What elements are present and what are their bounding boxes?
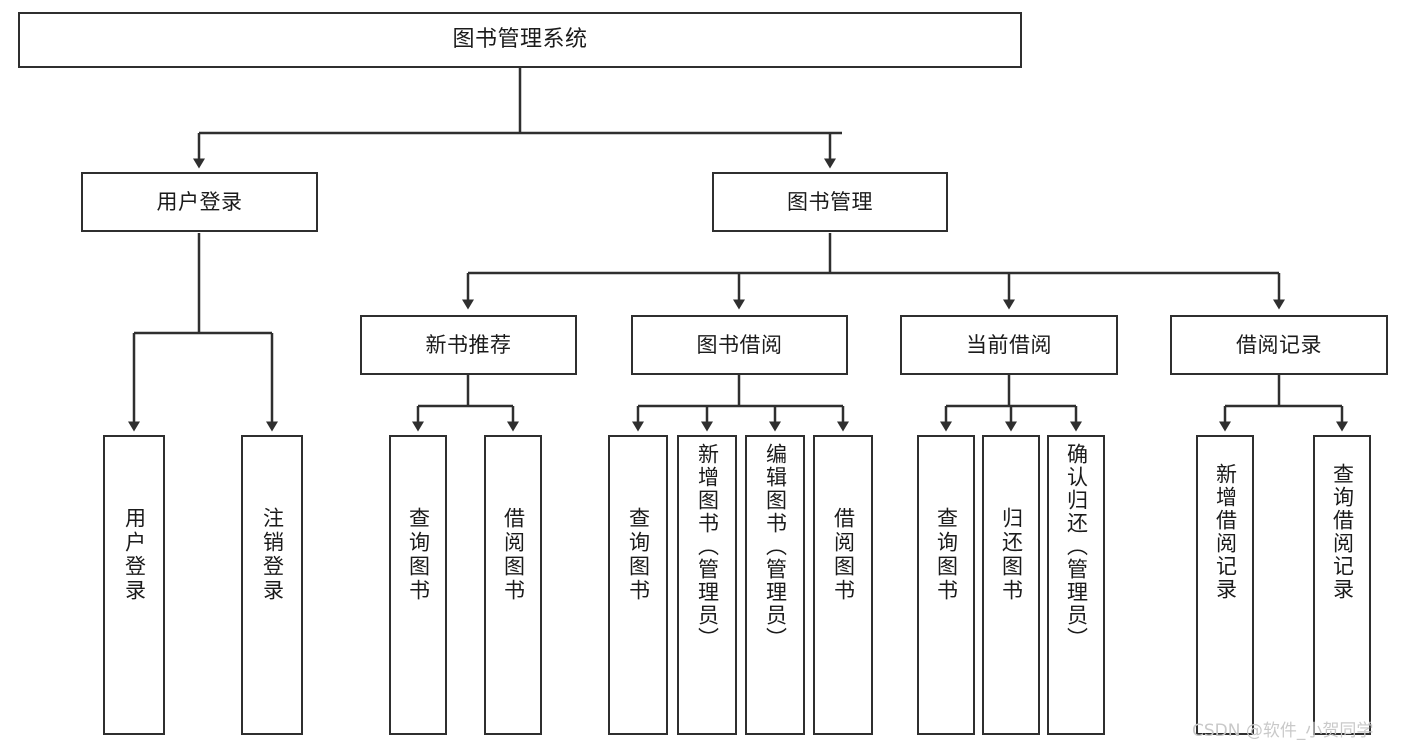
node-user-login-label: 用户登录 — [156, 189, 243, 214]
node-leaf-borrow-book-2[interactable]: 借阅图书 — [813, 435, 873, 735]
node-leaf-user-logout[interactable]: 注销登录 — [241, 435, 303, 735]
node-borrow-record-label: 借阅记录 — [1236, 332, 1322, 357]
node-root[interactable]: 图书管理系统 — [18, 12, 1022, 68]
node-leaf-query-book-1[interactable]: 查询图书 — [389, 435, 447, 735]
node-leaf-edit-book[interactable]: 编辑图书（管理员） — [745, 435, 805, 735]
node-leaf-user-login-label: 用户登录 — [122, 507, 147, 603]
node-leaf-add-record[interactable]: 新增借阅记录 — [1196, 435, 1254, 735]
node-root-label: 图书管理系统 — [452, 27, 588, 53]
node-new-book-recommend-label: 新书推荐 — [425, 332, 512, 357]
node-current-borrow[interactable]: 当前借阅 — [900, 315, 1118, 375]
node-leaf-return-book-label: 归还图书 — [999, 507, 1024, 603]
node-book-management-label: 图书管理 — [787, 189, 873, 214]
node-leaf-add-book[interactable]: 新增图书（管理员） — [677, 435, 737, 735]
node-leaf-confirm-return[interactable]: 确认归还（管理员） — [1047, 435, 1105, 735]
node-leaf-query-record[interactable]: 查询借阅记录 — [1313, 435, 1371, 735]
node-borrow-record[interactable]: 借阅记录 — [1170, 315, 1388, 375]
watermark: CSDN @软件_小贺同学 — [1192, 721, 1374, 741]
node-leaf-confirm-return-label: 确认归还（管理员） — [1064, 443, 1089, 650]
node-leaf-user-logout-label: 注销登录 — [260, 507, 285, 603]
node-leaf-add-book-label: 新增图书（管理员） — [695, 443, 720, 650]
node-leaf-query-record-label: 查询借阅记录 — [1330, 463, 1355, 601]
node-leaf-borrow-book-1[interactable]: 借阅图书 — [484, 435, 542, 735]
node-current-borrow-label: 当前借阅 — [966, 332, 1052, 357]
node-book-management[interactable]: 图书管理 — [712, 172, 948, 232]
node-leaf-user-login[interactable]: 用户登录 — [103, 435, 165, 735]
node-leaf-return-book[interactable]: 归还图书 — [982, 435, 1040, 735]
node-book-borrow[interactable]: 图书借阅 — [631, 315, 848, 375]
node-book-borrow-label: 图书借阅 — [696, 332, 783, 357]
node-leaf-borrow-book-2-label: 借阅图书 — [831, 507, 856, 603]
node-leaf-add-record-label: 新增借阅记录 — [1213, 463, 1238, 601]
node-leaf-query-book-1-label: 查询图书 — [406, 507, 431, 603]
node-leaf-query-book-2[interactable]: 查询图书 — [608, 435, 668, 735]
node-new-book-recommend[interactable]: 新书推荐 — [360, 315, 577, 375]
node-leaf-query-book-3-label: 查询图书 — [934, 507, 959, 603]
node-user-login[interactable]: 用户登录 — [81, 172, 318, 232]
node-leaf-query-book-2-label: 查询图书 — [626, 507, 651, 603]
node-leaf-borrow-book-1-label: 借阅图书 — [501, 507, 526, 603]
node-leaf-query-book-3[interactable]: 查询图书 — [917, 435, 975, 735]
node-leaf-edit-book-label: 编辑图书（管理员） — [763, 443, 788, 650]
